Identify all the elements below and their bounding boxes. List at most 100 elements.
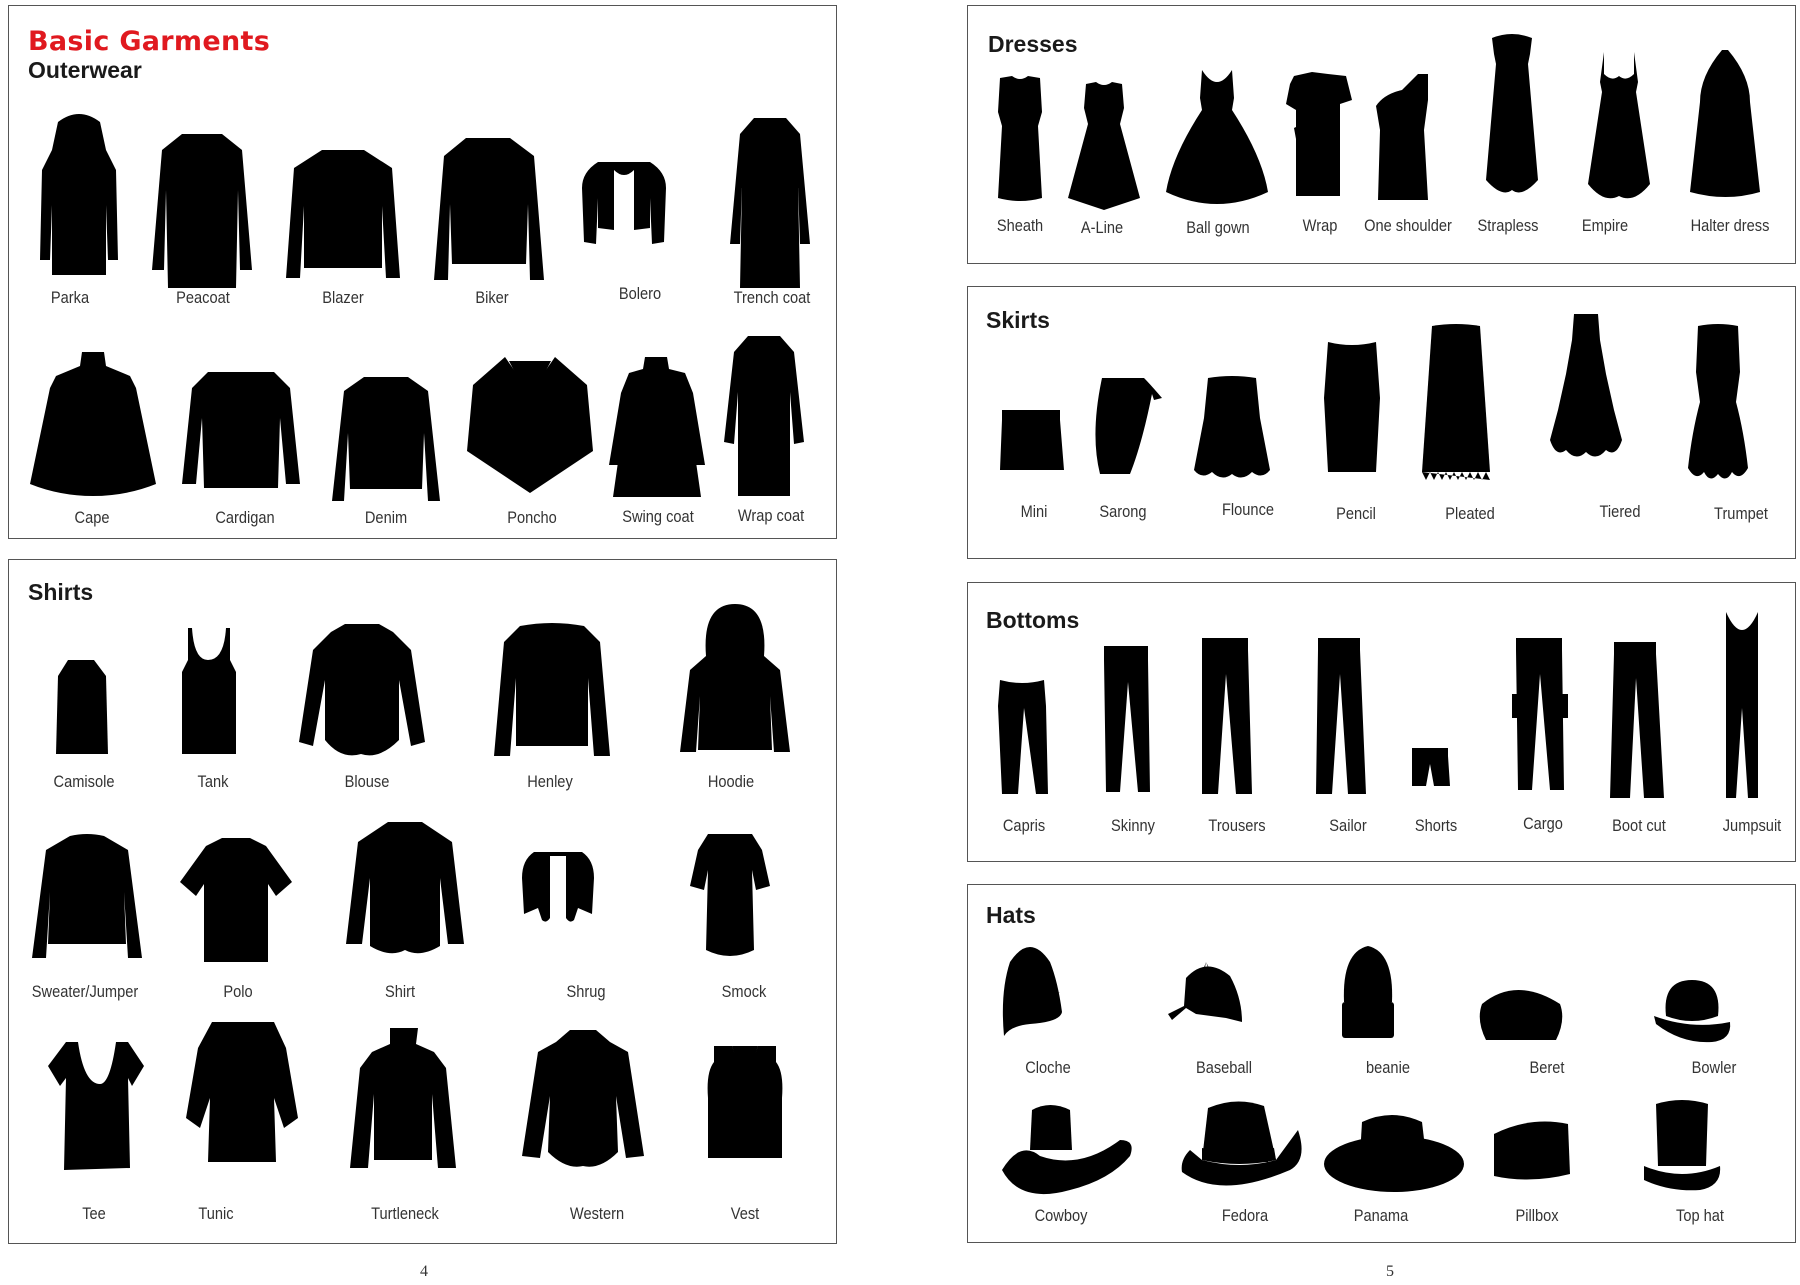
page-number-right: 5 xyxy=(1386,1263,1394,1280)
tiered-skirt-icon xyxy=(1550,314,1622,457)
item-label-pleated: Pleated xyxy=(1445,504,1495,523)
smock-icon xyxy=(690,834,770,956)
item-label-wrap: Wrap xyxy=(1302,216,1338,235)
henley-icon xyxy=(494,623,610,756)
item-label-shorts: Shorts xyxy=(1414,816,1458,835)
top-hat-icon xyxy=(1644,1100,1721,1191)
fedora-icon xyxy=(1181,1101,1302,1186)
skinny-jeans-icon xyxy=(1104,646,1150,792)
item-label-sheath: Sheath xyxy=(996,216,1044,235)
item-label-henley: Henley xyxy=(527,772,573,791)
denim-jacket-icon xyxy=(332,377,440,501)
item-label-top-hat: Top hat xyxy=(1676,1206,1724,1225)
item-label-trumpet: Trumpet xyxy=(1714,504,1768,523)
item-label-tiered: Tiered xyxy=(1599,502,1641,521)
item-label-empire: Empire xyxy=(1581,216,1629,235)
bolero-icon xyxy=(582,162,666,244)
item-label-tee: Tee xyxy=(82,1204,106,1223)
item-label-jumpsuit: Jumpsuit xyxy=(1722,816,1782,835)
page-number-left: 4 xyxy=(420,1263,428,1280)
item-label-capris: Capris xyxy=(1002,816,1046,835)
item-label-polo: Polo xyxy=(223,982,253,1001)
tee-icon xyxy=(48,1042,144,1170)
cloche-hat-icon xyxy=(1002,947,1062,1036)
item-label-swing-coat: Swing coat xyxy=(622,507,694,526)
item-label-boot-cut: Boot cut xyxy=(1612,816,1666,835)
western-shirt-icon xyxy=(522,1030,644,1167)
section-title-shirts: Shirts xyxy=(28,579,94,605)
item-label-smock: Smock xyxy=(721,982,767,1001)
item-label-denim: Denim xyxy=(364,508,408,527)
page-heading: Basic Garments xyxy=(28,26,271,57)
wrap-dress-icon xyxy=(1286,72,1352,196)
item-label-biker: Biker xyxy=(475,288,509,307)
item-label-ball-gown: Ball gown xyxy=(1186,218,1250,237)
parka-icon xyxy=(40,114,118,275)
blazer-icon xyxy=(286,150,400,278)
biker-icon xyxy=(434,138,544,280)
item-label-western: Western xyxy=(569,1204,625,1223)
item-label-camisole: Camisole xyxy=(53,772,115,791)
trumpet-skirt-icon xyxy=(1688,324,1748,479)
capris-icon xyxy=(998,680,1048,794)
item-label-one-shoulder: One shoulder xyxy=(1364,216,1452,235)
item-label-flounce: Flounce xyxy=(1221,500,1275,519)
a-line-dress-icon xyxy=(1068,82,1140,210)
item-label-mini: Mini xyxy=(1020,502,1048,521)
section-title-bottoms: Bottoms xyxy=(986,607,1080,633)
item-label-blouse: Blouse xyxy=(344,772,390,791)
boot-cut-icon xyxy=(1610,642,1664,798)
pillbox-hat-icon xyxy=(1494,1121,1570,1180)
trousers-icon xyxy=(1202,638,1252,794)
item-label-hoodie: Hoodie xyxy=(707,772,755,791)
item-label-trousers: Trousers xyxy=(1208,816,1266,835)
item-label-cloche: Cloche xyxy=(1025,1058,1071,1077)
vest-icon xyxy=(707,1046,783,1158)
item-label-strapless: Strapless xyxy=(1477,216,1539,235)
polo-icon xyxy=(180,838,292,962)
pleated-skirt-icon xyxy=(1422,324,1490,480)
flounce-skirt-icon xyxy=(1194,376,1270,478)
item-label-pencil: Pencil xyxy=(1336,504,1376,523)
sheath-dress-icon xyxy=(998,76,1042,201)
sweater-icon xyxy=(32,834,142,958)
beret-icon xyxy=(1479,990,1563,1040)
camisole-icon xyxy=(56,660,108,754)
item-label-baseball: Baseball xyxy=(1195,1058,1253,1077)
item-label-cowboy: Cowboy xyxy=(1034,1206,1088,1225)
strapless-dress-icon xyxy=(1486,34,1538,193)
pencil-skirt-icon xyxy=(1324,342,1380,472)
jumpsuit-icon xyxy=(1726,612,1758,798)
bowler-hat-icon xyxy=(1654,980,1731,1043)
item-label-turtleneck: Turtleneck xyxy=(371,1204,439,1223)
peacoat-icon xyxy=(152,134,252,288)
shrug-icon xyxy=(522,852,594,922)
item-label-tunic: Tunic xyxy=(198,1204,234,1223)
hoodie-icon xyxy=(680,604,790,752)
cowboy-hat-icon xyxy=(1002,1105,1132,1195)
item-label-beret: Beret xyxy=(1529,1058,1565,1077)
section-title-outerwear: Outerwear xyxy=(28,57,142,83)
item-label-wrap-coat: Wrap coat xyxy=(737,506,805,525)
item-label-fedora: Fedora xyxy=(1221,1206,1269,1225)
mini-skirt-icon xyxy=(1000,410,1064,470)
turtleneck-icon xyxy=(350,1028,456,1168)
item-label-sweater-jumper: Sweater/Jumper xyxy=(31,982,139,1001)
empire-dress-icon xyxy=(1588,52,1650,199)
sarong-icon xyxy=(1095,378,1162,474)
cape-icon xyxy=(30,352,156,496)
bottoms-panel xyxy=(967,582,1796,862)
item-label-trench-coat: Trench coat xyxy=(733,288,811,307)
wrap-coat-icon xyxy=(724,336,804,496)
item-label-sarong: Sarong xyxy=(1099,502,1147,521)
item-label-halter-dress: Halter dress xyxy=(1690,216,1770,235)
section-title-skirts: Skirts xyxy=(986,307,1050,333)
item-label-cardigan: Cardigan xyxy=(215,508,275,527)
item-label-blazer: Blazer xyxy=(322,288,364,307)
item-label-parka: Parka xyxy=(50,288,90,307)
item-label-tank: Tank xyxy=(197,772,229,791)
ball-gown-icon xyxy=(1166,70,1268,204)
item-label-poncho: Poncho xyxy=(507,508,557,527)
beanie-icon xyxy=(1342,946,1394,1038)
shorts-icon xyxy=(1412,748,1450,786)
